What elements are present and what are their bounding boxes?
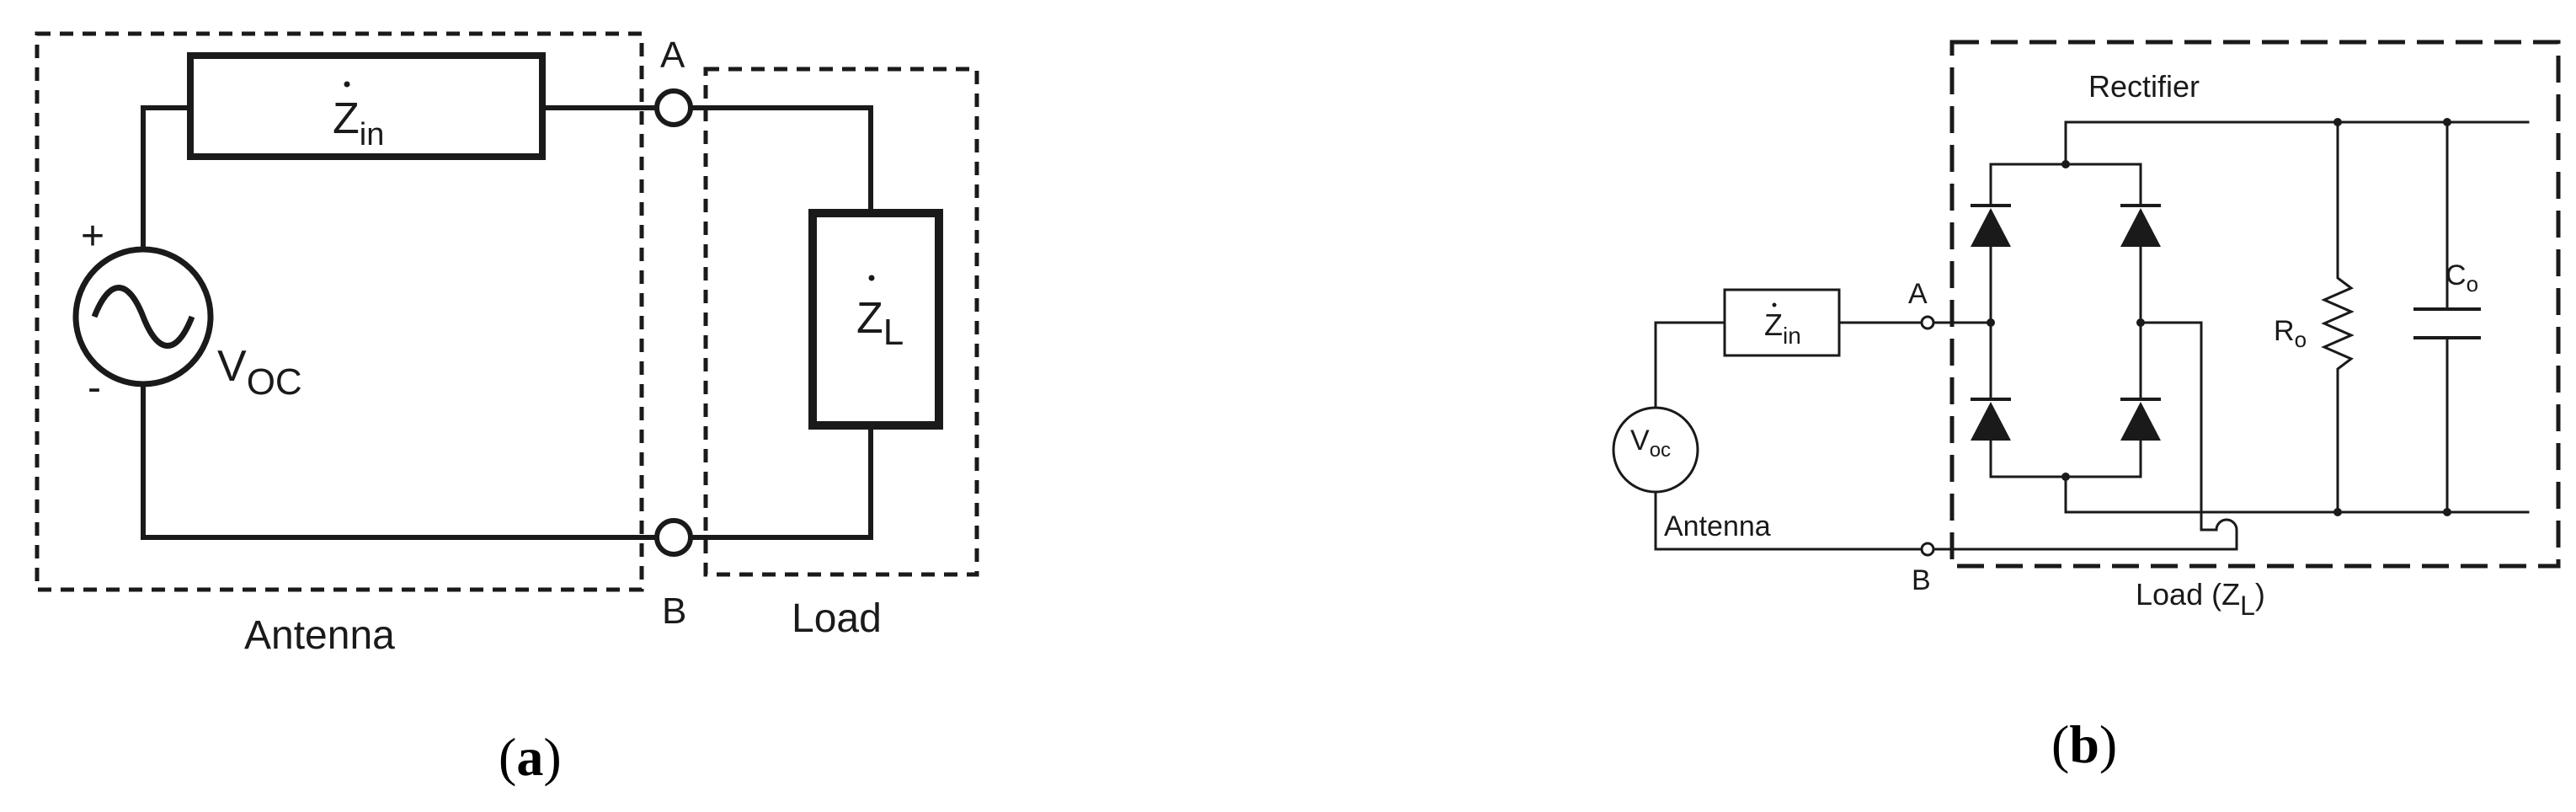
minus-sign: - — [88, 366, 101, 410]
plus-sign: + — [81, 214, 104, 259]
node-a-label-b: A — [1908, 278, 1928, 310]
diode-bottom-right — [2120, 390, 2161, 441]
resistor-ro — [2321, 120, 2355, 514]
terminal-a — [654, 88, 693, 127]
load-zl-label: Load (ZL) — [2136, 577, 2265, 621]
caption-b: (b) — [2051, 714, 2117, 774]
rectifier-load-dashed-box — [1949, 40, 2561, 569]
caption-a: (a) — [499, 727, 562, 787]
terminal-b-b — [1920, 542, 1935, 557]
load-label: Load — [792, 596, 882, 641]
load-dashed-box — [703, 67, 979, 577]
wire-voc-bottom — [1654, 490, 1924, 551]
voc-source-b — [1612, 406, 1699, 494]
wire-bridge-to-b — [2139, 321, 2218, 532]
antenna-label-b: Antenna — [1664, 510, 1771, 542]
zl-dot-mark — [868, 275, 875, 281]
node-b-label: B — [662, 590, 686, 632]
diode-bottom-left — [1971, 390, 2011, 441]
terminal-a-b — [1920, 315, 1935, 330]
junction-dot — [2061, 160, 2070, 168]
wire-voc-top — [1654, 321, 1726, 409]
wire-a-to-load — [688, 105, 873, 216]
junction-dot — [2136, 318, 2145, 327]
voc-label-b: Voc — [1630, 425, 1671, 462]
rectifier-label: Rectifier — [2088, 69, 2200, 104]
antenna-dashed-box — [35, 31, 644, 592]
voc-label: VOC — [217, 342, 302, 403]
bridge-bottom — [1989, 439, 2142, 478]
terminal-b — [654, 518, 693, 557]
zin-label-b: Zin — [1764, 307, 1801, 349]
zin-impedance-box-b — [1723, 288, 1841, 357]
bridge-bottom-stem — [2064, 475, 2530, 514]
wire-top-left — [141, 105, 193, 252]
bridge-top — [1989, 163, 2142, 198]
ro-label: Ro — [2274, 315, 2307, 352]
zl-label: ZL — [856, 294, 904, 353]
zin-dot-mark-b — [1772, 302, 1777, 307]
wire-load-to-b — [688, 423, 873, 540]
panel-b: Rectifier Zin Voc A B Antenna — [1612, 40, 2561, 774]
wire-crossover-hop — [2215, 518, 2238, 532]
zin-dot-mark — [344, 81, 350, 88]
node-b-label-b: B — [1912, 564, 1931, 596]
co-label: Co — [2445, 259, 2478, 296]
panel-a: Zin ZL A B + - VOC Antenna Load (a) — [35, 31, 979, 787]
wire-bottom-left — [141, 382, 659, 540]
junction-dot — [2061, 473, 2070, 481]
zl-impedance-box — [808, 209, 943, 430]
zin-impedance-box — [187, 52, 546, 160]
node-a-label: A — [660, 35, 685, 76]
diode-top-right — [2120, 196, 2161, 247]
diode-top-left — [1971, 196, 2011, 247]
antenna-label: Antenna — [244, 613, 395, 658]
sine-wave-icon — [91, 285, 195, 349]
zin-label: Zin — [333, 94, 384, 152]
junction-dot — [1987, 318, 1995, 327]
